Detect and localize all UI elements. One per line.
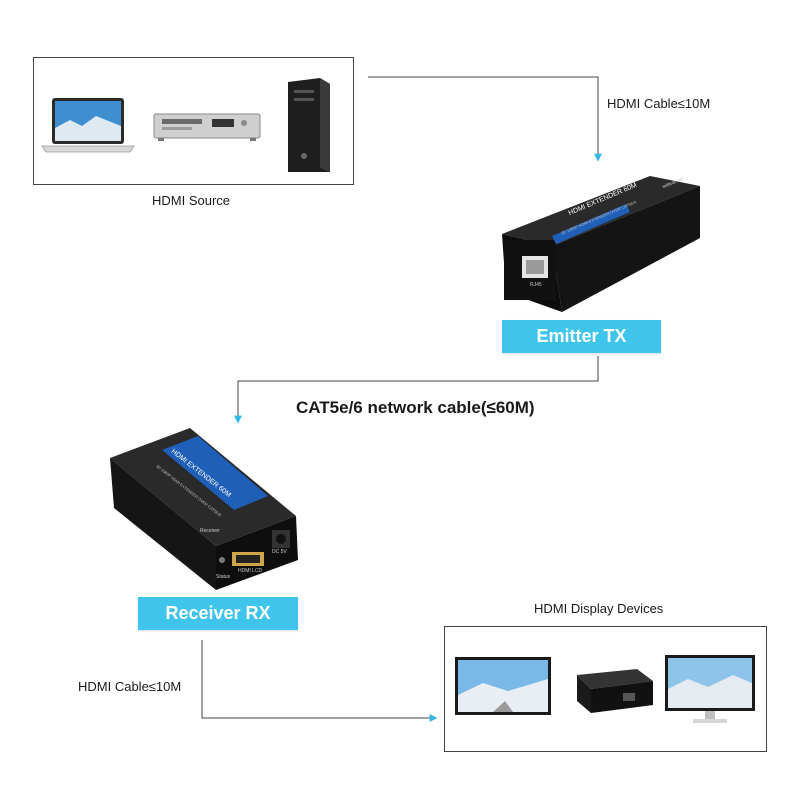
hdmi-source-caption: HDMI Source xyxy=(152,193,231,208)
receiver-rx-device xyxy=(110,428,298,590)
emitter-tx-badge: Emitter TX xyxy=(502,320,661,353)
tx-to-rx-line xyxy=(234,356,599,424)
monitor-icon xyxy=(665,655,755,723)
receiver-rx-badge: Receiver RX xyxy=(138,597,298,630)
receiver-side-label: Receiver xyxy=(200,528,220,534)
network-cable-label: CAT5e/6 network cable(≤60M) xyxy=(296,398,535,417)
laptop-icon xyxy=(41,98,135,153)
projector-icon xyxy=(577,669,653,713)
dvd-player-icon xyxy=(153,113,261,141)
hdmi-display-box xyxy=(444,626,767,752)
rx-to-display-line xyxy=(201,640,438,722)
pc-tower-icon xyxy=(288,78,330,172)
receiver-hdmi-label: HDMI LCD xyxy=(238,568,263,574)
tv-icon xyxy=(455,657,551,715)
hdmi-source-box xyxy=(33,57,354,185)
receiver-dc-label: DC 5V xyxy=(272,549,287,555)
emitter-port-label: RJ45 xyxy=(530,282,542,288)
source-to-tx-line xyxy=(368,76,602,162)
source-to-tx-cable-label: HDMI Cable≤10M xyxy=(607,96,711,111)
receiver-status-label: Status xyxy=(216,574,231,580)
emitter-tx-device xyxy=(502,176,700,312)
rx-to-display-cable-label: HDMI Cable≤10M xyxy=(78,679,182,694)
hdmi-display-caption: HDMI Display Devices xyxy=(534,601,664,616)
